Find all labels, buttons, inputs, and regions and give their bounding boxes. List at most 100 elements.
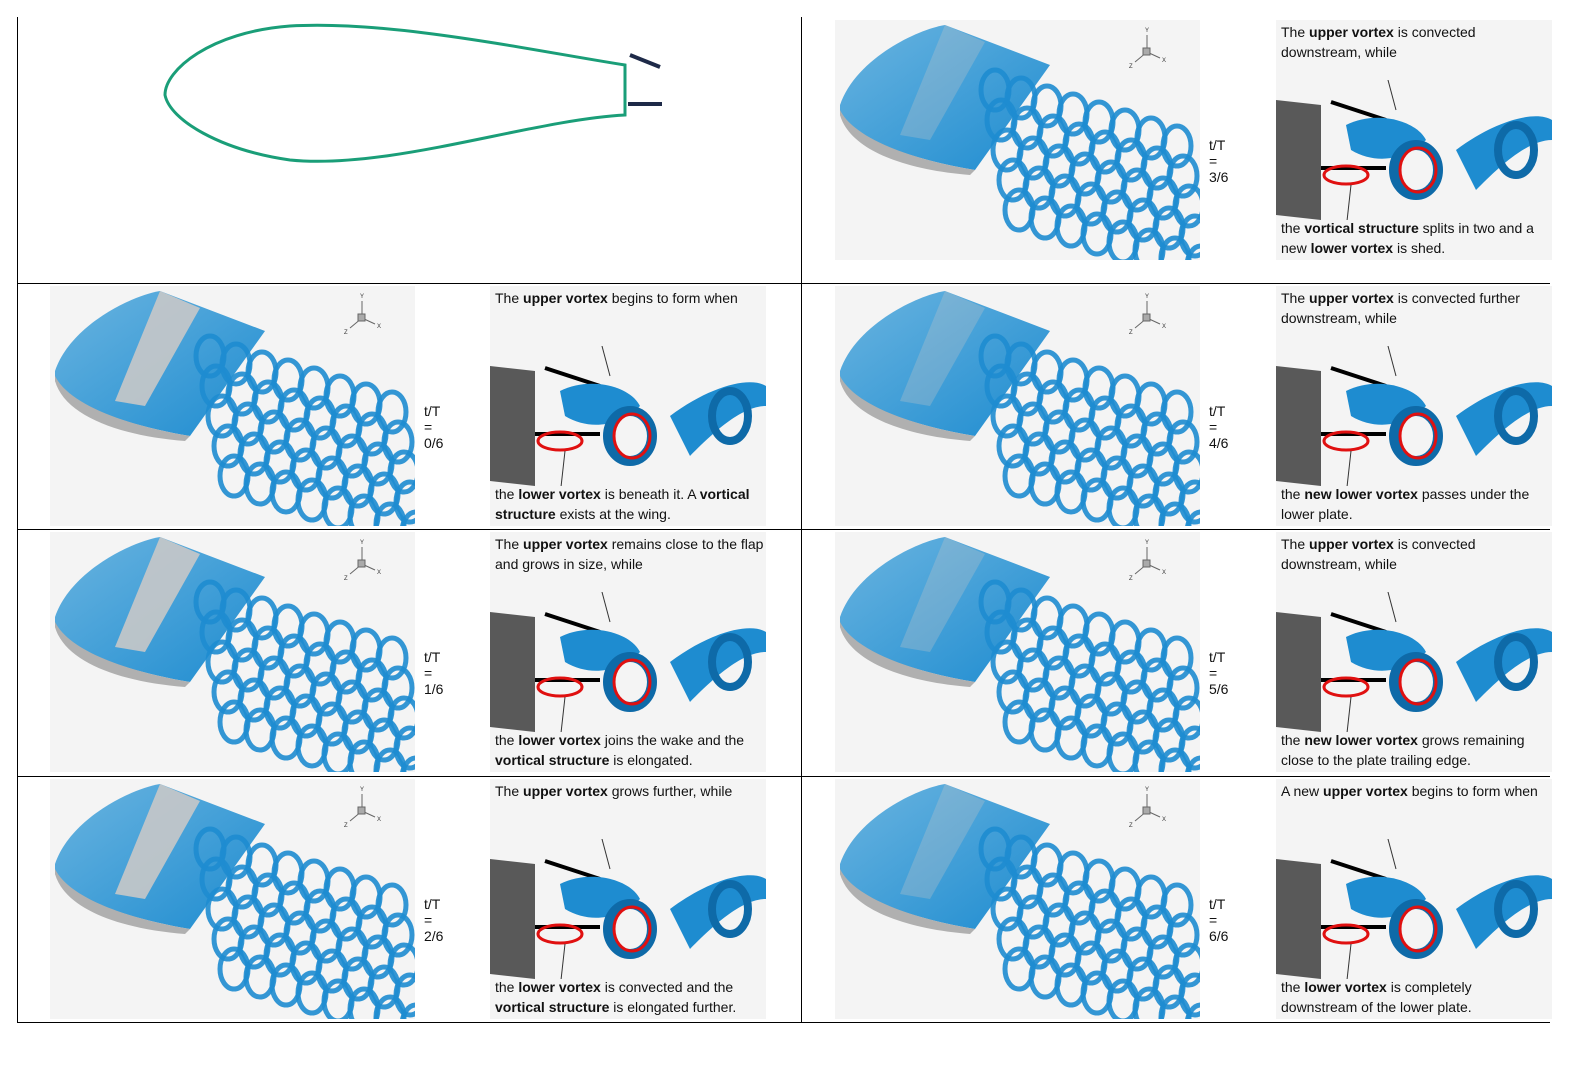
annotation-text: exists at the wing.	[555, 506, 671, 522]
vortex-highlight	[1322, 676, 1370, 698]
annotation-text: lower vortex	[518, 979, 601, 995]
wake-schematic	[490, 839, 766, 979]
annotation-panel: The upper vortex is convected further do…	[1276, 286, 1552, 526]
svg-text:Z: Z	[344, 576, 348, 582]
upper-flap	[544, 859, 601, 881]
annotation-text: is convected downstream, while	[1281, 24, 1476, 60]
svg-text:Y: Y	[360, 294, 364, 300]
vortex-highlight	[1398, 905, 1438, 953]
axis-triad-icon	[1134, 35, 1161, 63]
column-divider	[801, 17, 802, 1023]
phase-label: t/T = 4/6	[1209, 403, 1229, 451]
annotation-text: The	[1281, 24, 1310, 40]
vortex-highlight	[612, 412, 652, 460]
annotation-text: is convected further downstream, while	[1281, 290, 1520, 326]
vortex-isosurface-render: YXZ	[55, 784, 433, 1048]
vortex-highlight	[1398, 412, 1438, 460]
wake-schematic	[1276, 346, 1552, 486]
row-divider	[17, 776, 1550, 777]
annotation-text: remains close to the flap and grows in s…	[495, 536, 764, 572]
row-divider	[17, 1022, 1550, 1023]
svg-text:Z: Z	[1129, 330, 1133, 336]
phase-label: t/T = 3/6	[1209, 137, 1229, 185]
vortex-isosurface-render: YXZ	[840, 537, 1218, 801]
annotation-text: is convected and the	[600, 979, 734, 995]
border-left	[17, 17, 18, 1023]
pointer-arrow	[1387, 839, 1397, 870]
annotation-bottom: the vortical structure splits in two and…	[1281, 218, 1550, 258]
axis-triad-icon	[349, 794, 376, 822]
annotation-top: The upper vortex begins to form when	[495, 288, 764, 308]
vortex-isosurface-render: Y X Z	[840, 784, 1218, 1048]
annotation-text: vortical structure	[1304, 220, 1419, 236]
plate	[490, 366, 535, 486]
wake-schematic	[490, 592, 766, 732]
annotation-text: joins the wake and the	[600, 732, 745, 748]
annotation-text: The	[495, 536, 524, 552]
svg-text:X: X	[377, 324, 381, 330]
svg-text:Z: Z	[1129, 64, 1133, 70]
vortex-isosurface-render: YXZ	[55, 537, 433, 801]
annotation-text: The	[495, 290, 524, 306]
airfoil-with-flaps-outline	[163, 23, 662, 163]
annotation-text: the	[1281, 220, 1305, 236]
svg-text:Y: Y	[1145, 540, 1149, 546]
annotation-text: grows further, while	[607, 783, 733, 799]
phase-label: t/T = 5/6	[1209, 649, 1229, 697]
svg-text:Y: Y	[1145, 294, 1149, 300]
pointer-arrow	[560, 696, 566, 732]
annotation-text: upper vortex	[1309, 536, 1394, 552]
svg-text:X: X	[1162, 817, 1166, 823]
annotation-text: upper vortex	[523, 290, 608, 306]
axis-triad-icon	[349, 547, 376, 575]
svg-text:Z: Z	[344, 823, 348, 829]
annotation-text: new lower vortex	[1304, 732, 1418, 748]
svg-text:X: X	[1162, 58, 1166, 64]
svg-text:X: X	[377, 817, 381, 823]
annotation-top: The upper vortex is convected further do…	[1281, 288, 1550, 328]
annotation-text: upper vortex	[1309, 290, 1394, 306]
vortex-highlight	[536, 923, 584, 945]
annotation-text: The	[495, 783, 524, 799]
annotation-text: the	[495, 979, 519, 995]
svg-text:X: X	[1162, 324, 1166, 330]
upper-flap	[544, 366, 601, 388]
pointer-arrow	[1346, 696, 1352, 732]
annotation-text: The	[1281, 290, 1310, 306]
phase-label: t/T = 6/6	[1209, 896, 1229, 944]
upper-flap	[1330, 100, 1387, 122]
svg-text:Y: Y	[1145, 28, 1149, 34]
vortex-isosurface-render: Y X Z	[840, 25, 1218, 289]
pointer-arrow	[1387, 592, 1397, 623]
upper-flap	[544, 612, 601, 634]
annotation-text: upper vortex	[1323, 783, 1408, 799]
annotation-text: the	[1281, 486, 1305, 502]
annotation-panel: The upper vortex is convected downstream…	[1276, 532, 1552, 772]
pointer-arrow	[1387, 346, 1397, 377]
svg-text:Y: Y	[1145, 787, 1149, 793]
annotation-bottom: the new lower vortex grows remaining clo…	[1281, 730, 1550, 770]
annotation-text: vortical structure	[495, 752, 610, 768]
annotation-text: lower vortex	[518, 486, 601, 502]
vortex-highlight	[612, 658, 652, 706]
pointer-arrow	[1346, 943, 1352, 979]
annotation-bottom: the lower vortex joins the wake and the …	[495, 730, 764, 770]
annotation-top: The upper vortex grows further, while	[495, 781, 764, 801]
pointer-arrow	[601, 346, 611, 377]
axis-triad-icon	[349, 301, 376, 329]
plate	[490, 612, 535, 732]
upper-flap	[1330, 366, 1387, 388]
annotation-top: The upper vortex remains close to the fl…	[495, 534, 764, 574]
annotation-text: lower vortex	[518, 732, 601, 748]
annotation-text: vortical structure	[495, 486, 750, 522]
wake-schematic	[1276, 839, 1552, 979]
svg-text:Z: Z	[1129, 576, 1133, 582]
annotation-panel: The upper vortex remains close to the fl…	[490, 532, 766, 772]
svg-text:Z: Z	[1129, 823, 1133, 829]
pointer-arrow	[1387, 80, 1397, 111]
annotation-text: is elongated further.	[609, 999, 737, 1015]
annotation-text: the	[495, 732, 519, 748]
vortex-highlight	[1322, 164, 1370, 186]
annotation-text: is completely downstream of the lower pl…	[1281, 979, 1472, 1015]
vortex-isosurface-render: Y X Z	[840, 291, 1218, 555]
